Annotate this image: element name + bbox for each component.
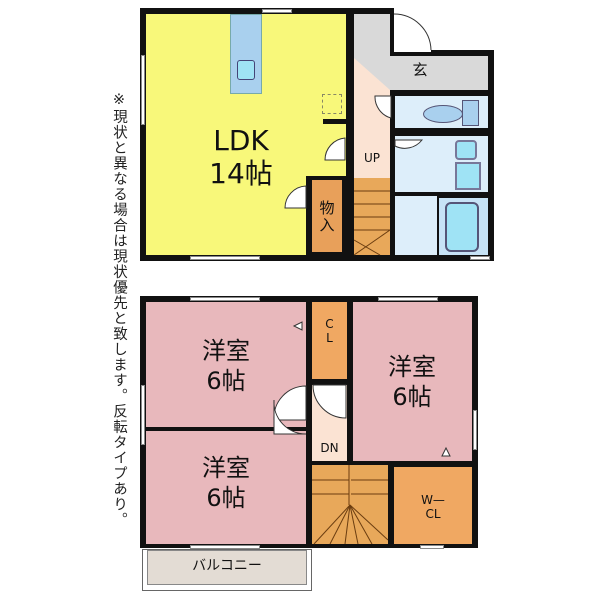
toilet-tank-icon bbox=[462, 100, 479, 126]
bathtub-icon bbox=[445, 202, 479, 252]
refrigerator-space-icon bbox=[322, 94, 342, 114]
kitchen-counter bbox=[230, 14, 262, 94]
stairs-down-label: DN bbox=[320, 441, 339, 455]
room-storage bbox=[312, 180, 342, 252]
genkan-label: 玄 bbox=[412, 61, 428, 79]
walk-in-closet-label: W— CL bbox=[421, 493, 445, 521]
genkan-top bbox=[354, 14, 390, 58]
room-a-name: 洋室 bbox=[202, 337, 250, 365]
window bbox=[190, 256, 260, 260]
stairs-down[interactable] bbox=[312, 465, 388, 544]
window bbox=[378, 297, 438, 301]
walk-in-closet bbox=[394, 467, 472, 544]
kitchen-sink-icon bbox=[237, 60, 255, 80]
stairs-up-label: UP bbox=[363, 151, 381, 165]
ldk-name: LDK bbox=[213, 124, 269, 157]
room-a-size: 6帖 bbox=[206, 367, 246, 395]
window bbox=[473, 410, 477, 450]
dressing-area bbox=[395, 196, 437, 255]
room-b-name: 洋室 bbox=[388, 353, 436, 381]
room-c-name: 洋室 bbox=[202, 454, 250, 482]
window bbox=[141, 385, 145, 445]
window bbox=[190, 297, 260, 301]
closet-label: C L bbox=[325, 317, 334, 345]
window bbox=[470, 256, 490, 260]
washbasin-icon bbox=[455, 140, 477, 160]
washing-machine-icon bbox=[455, 162, 481, 190]
room-western-c bbox=[146, 431, 306, 544]
room-b-size: 6帖 bbox=[392, 383, 432, 411]
filler bbox=[389, 548, 478, 550]
room-western-b bbox=[353, 302, 472, 461]
room-c-size: 6帖 bbox=[206, 484, 246, 512]
storage-label: 物 入 bbox=[319, 199, 335, 235]
balcony-label: バルコニー bbox=[192, 558, 262, 574]
ldk-partition bbox=[323, 119, 348, 124]
window bbox=[190, 545, 260, 549]
window bbox=[262, 9, 292, 13]
ldk-size: 14帖 bbox=[209, 157, 273, 190]
closet bbox=[312, 302, 347, 379]
window bbox=[420, 545, 444, 549]
disclaimer-note: ※現状と異なる場合は現状優先と致します。反転タイプあり。 bbox=[111, 92, 127, 528]
window bbox=[141, 55, 145, 125]
balcony bbox=[147, 550, 307, 585]
